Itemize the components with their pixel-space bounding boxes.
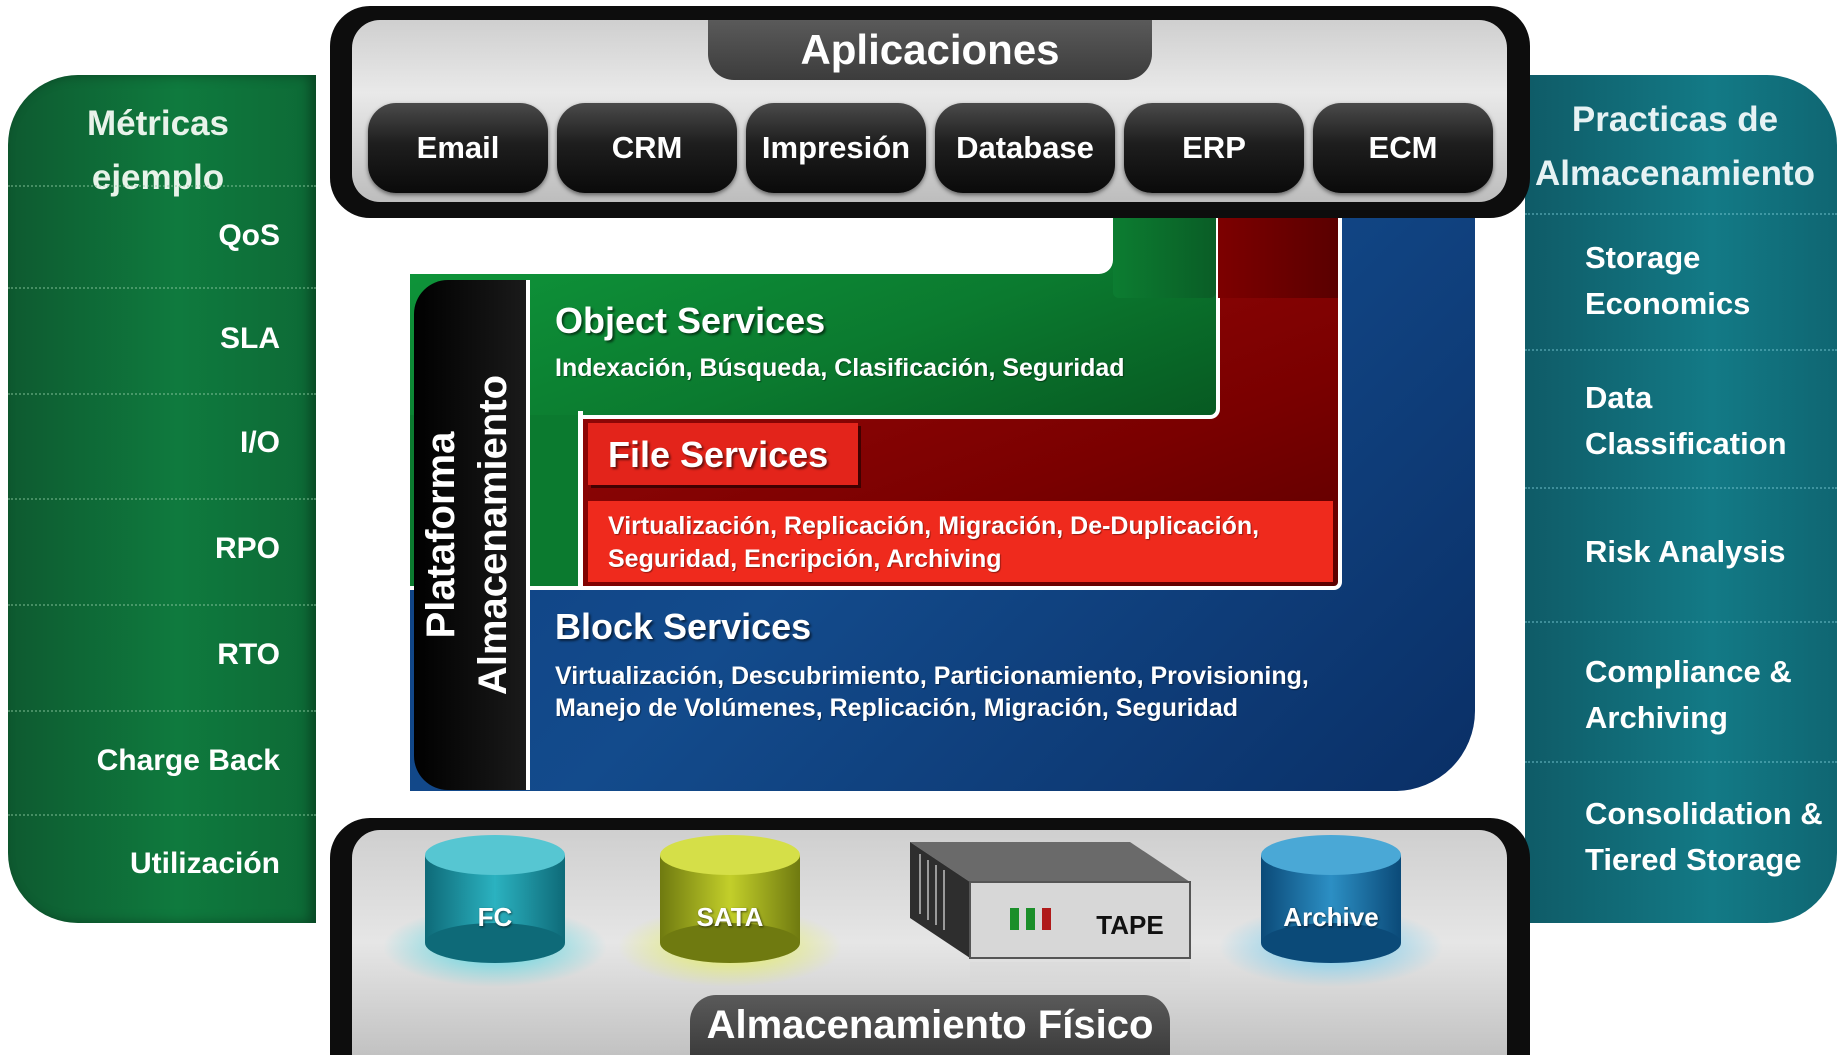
platform-label-line1: Plataforma (419, 431, 463, 639)
practice-label: Risk Analysis (1585, 534, 1786, 569)
physical-storage-title: Almacenamiento Físico (706, 1003, 1154, 1047)
platform-divider (526, 280, 530, 790)
practices-title-line1: Practicas de (1571, 100, 1779, 139)
physical-storage-title-tab (690, 995, 1170, 1055)
block-services-desc-line2: Manejo de Volúmenes, Replicación, Migrac… (555, 694, 1239, 722)
app-impresion-button[interactable]: Impresión (746, 103, 926, 193)
file-services-desc-box (588, 501, 1333, 582)
metric-item-rto: RTO (8, 604, 316, 712)
practice-item-compliance-archiving: Compliance &Archiving (1525, 621, 1837, 763)
app-erp-button[interactable]: ERP (1124, 103, 1304, 193)
metric-item-rpo: RPO (8, 498, 316, 606)
sata-disk-icon (618, 835, 842, 987)
app-crm-button[interactable]: CRM (557, 103, 737, 193)
metric-label: I/O (239, 426, 280, 459)
metric-label: QoS (218, 219, 280, 252)
file-services-desc-line2: Seguridad, Encripción, Archiving (608, 545, 1002, 573)
applications-title-tab (708, 20, 1152, 80)
metric-label: Utilización (129, 847, 280, 880)
archive-label: Archive (1283, 902, 1379, 932)
sata-label: SATA (696, 902, 764, 932)
file-services-title-box (588, 423, 858, 485)
storage-devices-graphic (383, 835, 1443, 987)
object-services-title: Object Services (555, 300, 826, 341)
practice-label: Consolidation &Tiered Storage (1585, 796, 1823, 877)
file-services-desc-line1: Virtualización, Replicación, Migración, … (608, 512, 1260, 540)
platform-label: Plataforma Almacenamiento (415, 275, 525, 795)
practice-item-consolidation: Consolidation &Tiered Storage (1525, 761, 1837, 923)
fc-label: FC (477, 902, 513, 932)
app-database-button[interactable]: Database (935, 103, 1115, 193)
platform-label-line2: Almacenamiento (471, 374, 515, 696)
metrics-title: Métricas ejemplo (8, 97, 308, 205)
layer-divider (578, 411, 583, 590)
platform-column (414, 280, 526, 790)
metric-item-io: I/O (8, 393, 316, 500)
metric-item-qos: QoS (8, 185, 316, 289)
metric-label: Charge Back (96, 744, 280, 777)
file-connector (1218, 218, 1338, 298)
file-services-title: File Services (608, 434, 829, 475)
layer-gap (410, 218, 1113, 274)
block-services-desc-line1: Virtualización, Descubrimiento, Particio… (555, 662, 1309, 690)
metric-label: SLA (220, 322, 280, 355)
metric-item-sla: SLA (8, 287, 316, 395)
block-services-title: Block Services (555, 606, 812, 647)
metrics-title-line2: ejemplo (91, 158, 225, 197)
metric-item-charge-back: Charge Back (8, 710, 316, 816)
practices-title-line2: Almacenamiento (1534, 154, 1816, 193)
practices-title: Practicas de Almacenamiento (1525, 93, 1825, 201)
metric-label: RTO (217, 638, 280, 671)
metrics-title-line1: Métricas (86, 104, 230, 143)
app-ecm-button[interactable]: ECM (1313, 103, 1493, 193)
tape-label: TAPE (1096, 910, 1164, 940)
object-connector (1113, 218, 1216, 298)
metrics-panel: Métricas ejemplo QoS SLA I/O RPO RTO Cha… (8, 75, 316, 923)
practice-label: Compliance &Archiving (1585, 654, 1792, 735)
object-services-desc: Indexación, Búsqueda, Clasificación, Seg… (555, 354, 1125, 382)
applications-title: Aplicaciones (800, 26, 1060, 73)
archive-disk-icon (1219, 835, 1443, 987)
metric-label: RPO (214, 532, 280, 565)
fc-disk-icon (383, 835, 607, 987)
practice-item-risk-analysis: Risk Analysis (1525, 487, 1837, 623)
app-email-button[interactable]: Email (368, 103, 548, 193)
tape-device-icon (910, 842, 1191, 982)
metric-item-utilizacion: Utilización (8, 814, 316, 923)
